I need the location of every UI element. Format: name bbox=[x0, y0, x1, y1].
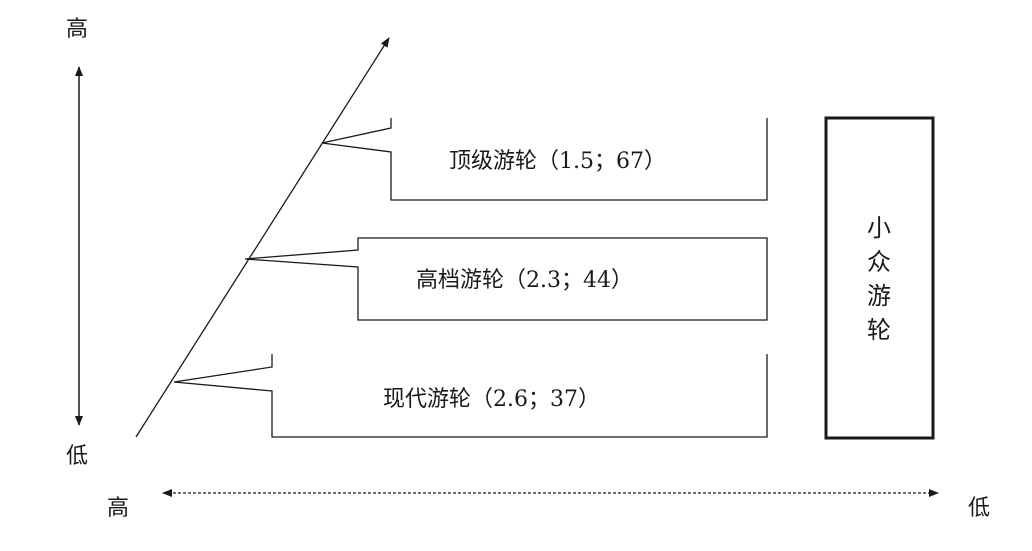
tier-label-premium: 高档游轮（2.3；44） bbox=[416, 268, 633, 293]
niche-cruise-box: 小 众 游 轮 bbox=[824, 116, 935, 440]
niche-char-4: 轮 bbox=[867, 316, 891, 344]
tier-label-luxury: 顶级游轮（1.5；67） bbox=[449, 149, 666, 174]
tier-label-contemporary: 现代游轮（2.6；37） bbox=[383, 387, 600, 412]
horizontal-axis-right-label: 低 bbox=[968, 496, 990, 521]
vertical-axis-top-label: 高 bbox=[66, 17, 88, 42]
horizontal-axis-left-label: 高 bbox=[107, 496, 129, 521]
niche-char-3: 游 bbox=[867, 282, 891, 310]
tier-callout-luxury: 顶级游轮（1.5；67） bbox=[321, 118, 768, 201]
tier-callout-premium: 高档游轮（2.3；44） bbox=[244, 237, 768, 321]
niche-char-2: 众 bbox=[867, 248, 891, 276]
niche-char-1: 小 bbox=[867, 214, 891, 242]
tier-callout-contemporary: 现代游轮（2.6；37） bbox=[173, 354, 768, 438]
vertical-axis-bottom-label: 低 bbox=[66, 444, 88, 469]
trend-diagonal-arrow bbox=[135, 37, 390, 438]
